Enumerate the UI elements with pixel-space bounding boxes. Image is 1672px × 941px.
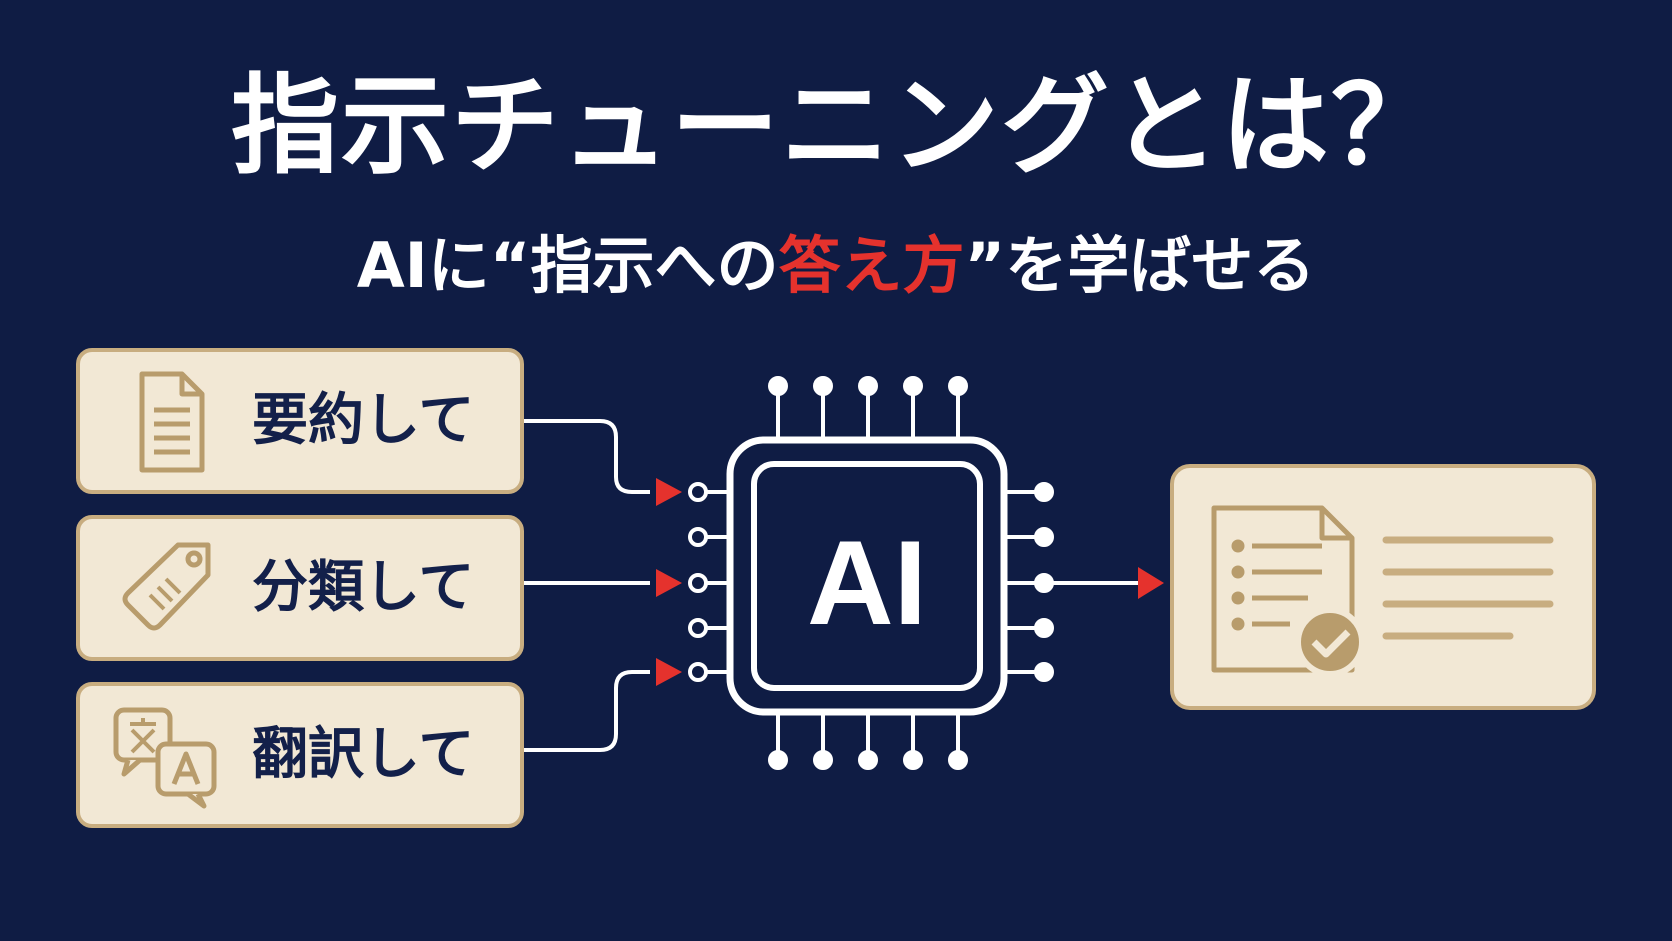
arrow-output bbox=[1138, 567, 1164, 599]
page-subtitle: AIに“指示への答え方”を学ばせる bbox=[0, 226, 1672, 306]
translate-icon bbox=[113, 707, 217, 809]
tag-icon bbox=[122, 542, 211, 631]
chip-pins-right bbox=[1004, 482, 1054, 682]
chip-pins-top bbox=[768, 376, 968, 440]
chip-core bbox=[751, 461, 983, 691]
input-card-classify: 分類して bbox=[76, 515, 524, 661]
input-label-classify: 分類して bbox=[252, 555, 475, 620]
subtitle-highlight: 答え方 bbox=[778, 229, 965, 302]
input-label-translate: 翻訳して bbox=[252, 722, 475, 787]
connector-summarize bbox=[524, 419, 650, 494]
input-card-translate: 翻訳して bbox=[76, 682, 524, 828]
chip-label: AI bbox=[807, 516, 927, 650]
arrow-summarize bbox=[656, 478, 682, 506]
subtitle-after: ”を学ばせる bbox=[964, 229, 1316, 302]
chip-pins-left bbox=[688, 482, 730, 682]
arrow-translate bbox=[656, 658, 682, 686]
page-title: 指示チューニングとは？ bbox=[230, 64, 1441, 189]
input-label-summarize: 要約して bbox=[252, 388, 475, 453]
arrow-classify bbox=[656, 569, 682, 597]
input-card-summarize: 要約して bbox=[76, 348, 524, 494]
connector-translate bbox=[524, 670, 650, 752]
output-card bbox=[1170, 464, 1596, 710]
checked-document-icon bbox=[1211, 505, 1365, 677]
output-text-lines bbox=[1382, 536, 1554, 640]
document-icon bbox=[139, 371, 205, 473]
chip-pins-bottom bbox=[768, 712, 968, 770]
subtitle-before: AIに“指示への bbox=[356, 229, 779, 302]
